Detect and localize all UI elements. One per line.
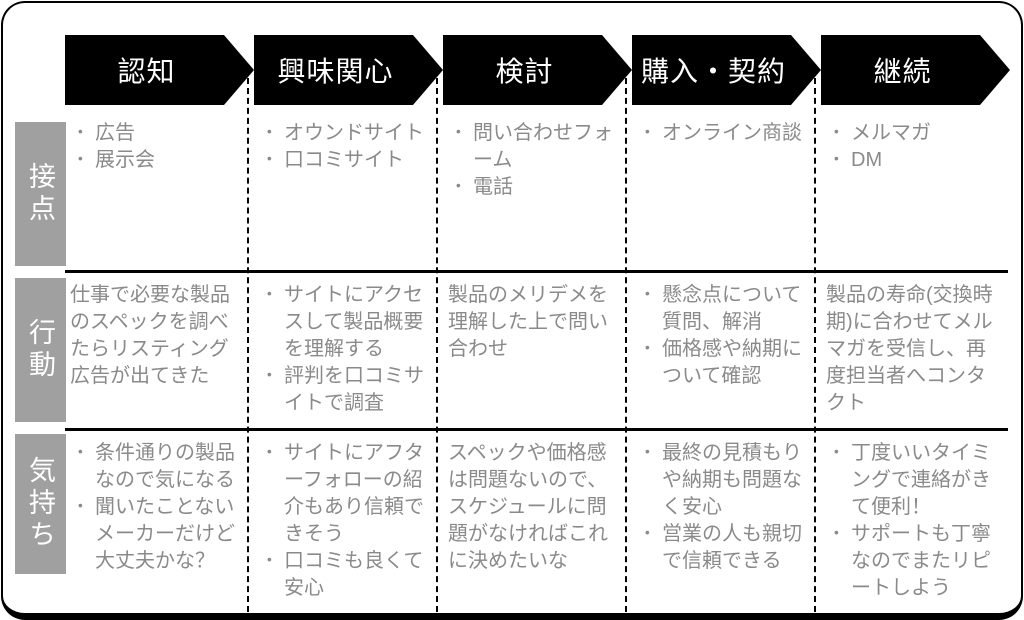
cell-feeling-retention: 丁度いいタイミングで連絡がきて便利！ サポートも丁寧なのでまたリピートしよう [821, 428, 1010, 610]
cell-action-consideration: 製品のメリデメを理解した上で問い合わせ [443, 270, 632, 428]
column-separator [247, 78, 249, 612]
list-item: オンライン商談 [637, 120, 817, 147]
cell-touch-interest: オウンドサイト 口コミサイト [254, 108, 443, 270]
cell-action-purchase: 懸念点について質問、解消 価格感や納期について確認 [632, 270, 821, 428]
cell-action-interest: サイトにアクセスして製品概要を理解する 評判を口コミサイトで調査 [254, 270, 443, 428]
list-item: 聞いたことないメーカーだけど大丈夫かな？ [70, 494, 250, 575]
list-item: 丁度いいタイミングで連絡がきて便利！ [826, 440, 1006, 521]
cell-touch-consideration: 問い合わせフォーム 電話 [443, 108, 632, 270]
row-label-actions: 行動 [15, 278, 66, 422]
list-item: メルマガ [826, 120, 1006, 147]
cell-text: スペックや価格感は問題ないので、スケジュールに問題がなければこれに決めたいな [448, 442, 608, 572]
list-item: 懸念点について質問、解消 [637, 282, 817, 336]
row-label-feelings: 気持ち [15, 434, 66, 574]
cell-touch-purchase: オンライン商談 [632, 108, 821, 270]
row-separator [65, 270, 1008, 273]
list-item: 価格感や納期について確認 [637, 336, 817, 390]
list-item: 口コミサイト [259, 147, 439, 174]
list-item: サイトにアクセスして製品概要を理解する [259, 282, 439, 363]
list-item: オウンドサイト [259, 120, 439, 147]
row-separator [65, 428, 1008, 431]
list-item: 最終の見積もりや納期も問題なく安心 [637, 440, 817, 521]
journey-grid: 広告 展示会 オウンドサイト 口コミサイト 問い合わせフォーム 電話 オンライン… [65, 108, 1010, 610]
cell-touch-retention: メルマガ DM [821, 108, 1010, 270]
list-item: 口コミも良くて安心 [259, 548, 439, 602]
cell-feeling-awareness: 条件通りの製品なので気になる 聞いたことないメーカーだけど大丈夫かな？ [65, 428, 254, 610]
list-item: 評判を口コミサイトで調査 [259, 363, 439, 417]
cell-feeling-interest: サイトにアフターフォローの紹介もあり信頼できそう 口コミも良くて安心 [254, 428, 443, 610]
stage-arrow-retention: 継続 [821, 35, 1010, 105]
list-item: 条件通りの製品なので気になる [70, 440, 250, 494]
cell-feeling-consideration: スペックや価格感は問題ないので、スケジュールに問題がなければこれに決めたいな [443, 428, 632, 610]
list-item: 電話 [448, 174, 628, 201]
list-item: 広告 [70, 120, 250, 147]
cell-action-awareness: 仕事で必要な製品のスペックを調べたらリスティング広告が出てきた [65, 270, 254, 428]
cell-touch-awareness: 広告 展示会 [65, 108, 254, 270]
cell-text: 製品のメリデメを理解した上で問い合わせ [448, 284, 608, 360]
stage-arrow-consideration: 検討 [443, 35, 632, 105]
list-item: 営業の人も親切で信頼できる [637, 521, 817, 575]
cell-text: 仕事で必要な製品のスペックを調べたらリスティング広告が出てきた [70, 284, 230, 387]
row-label-touchpoints: 接点 [15, 122, 66, 266]
cell-text: 製品の寿命(交換時期)に合わせてメルマガを受信し、再度担当者へコンタクト [826, 284, 993, 414]
stage-header: 認知 興味関心 検討 購入・契約 継続 [65, 35, 1010, 105]
list-item: 展示会 [70, 147, 250, 174]
column-separator [625, 78, 627, 612]
stage-arrow-purchase: 購入・契約 [632, 35, 821, 105]
stage-arrow-awareness: 認知 [65, 35, 254, 105]
list-item: 問い合わせフォーム [448, 120, 628, 174]
list-item: サポートも丁寧なのでまたリピートしよう [826, 521, 1006, 602]
list-item: DM [826, 147, 1006, 174]
cell-action-retention: 製品の寿命(交換時期)に合わせてメルマガを受信し、再度担当者へコンタクト [821, 270, 1010, 428]
list-item: サイトにアフターフォローの紹介もあり信頼できそう [259, 440, 439, 548]
cell-feeling-purchase: 最終の見積もりや納期も問題なく安心 営業の人も親切で信頼できる [632, 428, 821, 610]
stage-arrow-interest: 興味関心 [254, 35, 443, 105]
